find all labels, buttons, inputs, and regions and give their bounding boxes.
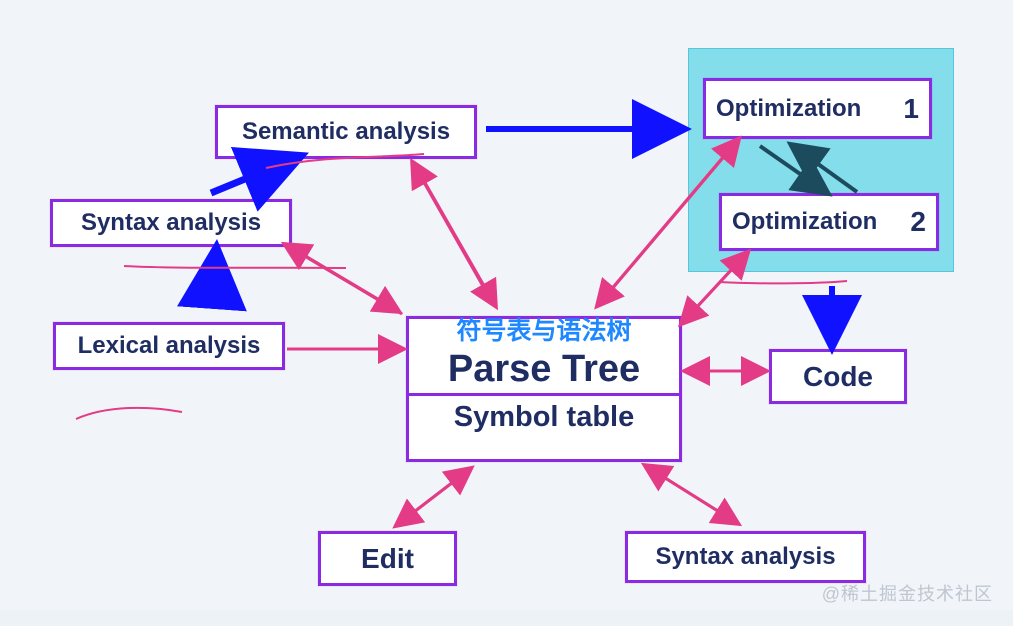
lexical-to-syntax-arrow — [177, 239, 247, 312]
optimization-one-box: Optimization 1 — [703, 78, 932, 139]
bottom-syntax-to-parse-arrow — [640, 462, 738, 525]
syntax-underline-annotation — [123, 265, 347, 269]
lexical-underline-annotation — [75, 406, 183, 420]
optimization-two-box: Optimization 2 — [719, 193, 939, 251]
semantic-underline-annotation — [265, 153, 425, 169]
parse-tree-section: 符号表与语法树 Parse Tree — [409, 319, 679, 393]
symbol-table-label: Symbol table — [453, 401, 635, 433]
syntax-analysis-label: Syntax analysis — [80, 209, 262, 236]
optimization-underline-annotation — [718, 280, 848, 285]
syntax-analysis-bottom-label: Syntax analysis — [655, 543, 836, 570]
code-label: Code — [803, 360, 873, 392]
parse-tree-divider — [409, 393, 679, 396]
syntax-to-semantic-arrow — [209, 146, 309, 212]
edit-label: Edit — [361, 542, 414, 574]
syntax-to-parse-arrow — [291, 246, 404, 315]
optimization-one-to-parse-arrow — [594, 142, 737, 310]
lexical-analysis-label: Lexical analysis — [77, 332, 261, 359]
optimization-two-to-parse-arrow — [677, 254, 746, 328]
optimization-one-to-two-arrow — [758, 144, 833, 197]
optimization-two-to-one-arrow — [786, 141, 859, 194]
edit-box: Edit — [318, 531, 457, 586]
watermark: @稀土掘金技术社区 — [821, 584, 993, 604]
semantic-to-parse-arrow — [414, 166, 498, 311]
optimization-one-number: 1 — [903, 92, 919, 124]
optimization-one-label: Optimization — [716, 94, 862, 122]
optimization-two-number: 2 — [910, 206, 926, 237]
syntax-analysis-bottom-box: Syntax analysis — [625, 531, 866, 583]
parse-to-edit-arrow — [392, 467, 471, 529]
chinese-label: 符号表与语法树 — [456, 317, 632, 345]
parse-tree-label: Parse Tree — [447, 348, 641, 390]
lexical-analysis-box: Lexical analysis — [53, 322, 285, 370]
optimization-two-label: Optimization — [732, 208, 878, 235]
semantic-analysis-label: Semantic analysis — [241, 118, 451, 145]
parse-tree-symbol-table-box: 符号表与语法树 Parse Tree Symbol table — [406, 316, 682, 462]
